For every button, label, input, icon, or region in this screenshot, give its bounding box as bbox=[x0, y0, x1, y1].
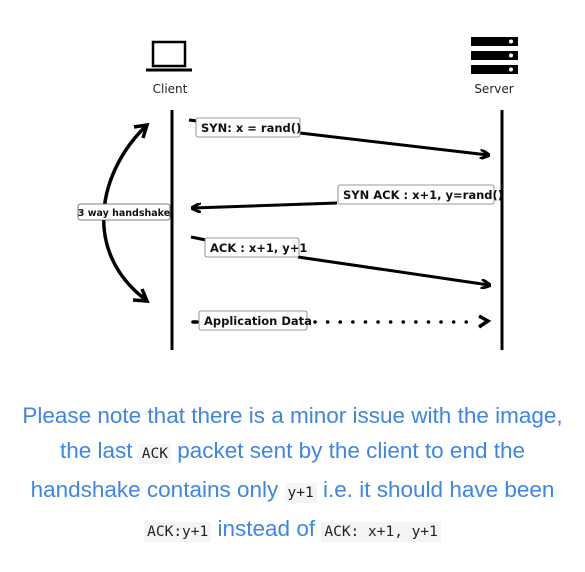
note-text-2: packet sent by the client to end the han… bbox=[30, 438, 525, 502]
ack-label: ACK : x+1, y+1 bbox=[210, 241, 307, 255]
laptop-icon bbox=[146, 40, 192, 72]
handshake-arrowhead-top bbox=[133, 122, 150, 139]
tcp-handshake-diagram: Client Server 3 way handshake SYN: x = r… bbox=[77, 37, 518, 350]
note-text-3: i.e. it should have been bbox=[323, 477, 555, 502]
handshake-label: 3 way handshake bbox=[78, 208, 170, 219]
note-code-y1: y+1 bbox=[284, 483, 317, 503]
note-code-wrong: ACK: x+1, y+1 bbox=[321, 522, 441, 542]
note-code-ack: ACK bbox=[138, 444, 171, 464]
errata-note: Please note that there is a minor issue … bbox=[8, 398, 577, 550]
handshake-arrowhead-bottom bbox=[132, 288, 150, 303]
ack-arrow bbox=[190, 235, 489, 285]
syn-ack-label: SYN ACK : x+1, y=rand() bbox=[343, 188, 503, 202]
note-text-1: Please note that there is a minor issue … bbox=[22, 403, 563, 463]
syn-ack-arrow bbox=[193, 201, 338, 208]
server-label: Server bbox=[474, 82, 513, 96]
note-code-correct: ACK:y+1 bbox=[144, 522, 212, 542]
client-label: Client bbox=[153, 82, 188, 96]
note-text-4: instead of bbox=[217, 516, 316, 541]
app-data-label: Application Data bbox=[204, 314, 312, 328]
syn-label: SYN: x = rand() bbox=[201, 121, 301, 135]
server-rack-icon bbox=[471, 37, 518, 74]
